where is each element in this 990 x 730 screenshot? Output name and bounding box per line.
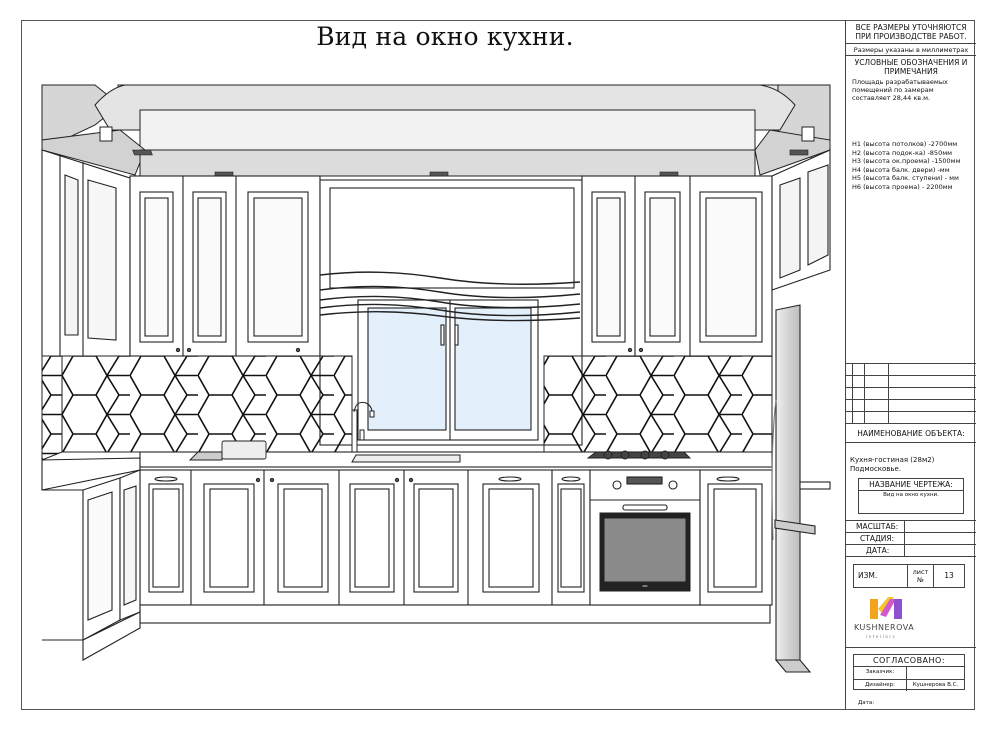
units-note: Размеры указаны в миллиметрах — [853, 46, 969, 54]
notice-line-2: ПРИ ПРОИЗВОДСТВЕ РАБОТ. — [855, 32, 967, 41]
base-cabinets-left — [42, 469, 141, 661]
object-name-2: Подмосковье. — [850, 465, 902, 473]
area-note-2: помещений по замерам — [852, 86, 934, 94]
drawing-frame — [21, 20, 975, 710]
bread-box — [188, 440, 267, 461]
revision-label: ИЗМ. — [854, 565, 908, 587]
title-block: ВСЕ РАЗМЕРЫ УТОЧНЯЮТСЯ ПРИ ПРОИЗВОДСТВЕ … — [845, 20, 976, 710]
upper-cabinets-left — [41, 149, 321, 357]
notice-line-1: ВСЕ РАЗМЕРЫ УТОЧНЯЮТСЯ — [855, 23, 967, 32]
heights-list: Н1 (высота потолков) -2700мм Н2 (высота … — [852, 140, 982, 191]
height-h6: Н6 (высота проема) - 2200мм — [852, 182, 953, 191]
ceiling-crown — [41, 84, 831, 182]
designer-value: Кушнерова В.С. — [912, 682, 959, 688]
kitchen-elevation-drawing — [41, 84, 831, 673]
client-label: Заказчик: — [854, 667, 907, 679]
hexagon-backsplash — [41, 355, 773, 461]
approval-box: СОГЛАСОВАНО: Заказчик: Дизайнер: Кушнеро… — [853, 654, 965, 691]
drawing-name-box: НАЗВАНИЕ ЧЕРТЕЖА: Вид на окно кухни. — [858, 478, 964, 514]
sink — [351, 454, 461, 463]
stage-label: СТАДИЯ: — [860, 534, 895, 543]
sign-date-label: Дата: — [858, 700, 875, 706]
height-h4: Н4 (высота балк. двери) -мм — [852, 165, 950, 174]
roman-blind — [319, 271, 581, 322]
drawing-name-value: Вид на окно кухни. — [883, 492, 939, 498]
base-cabinets — [139, 469, 773, 624]
legend-title-1: УСЛОВНЫЕ ОБОЗНАЧЕНИЯ И — [854, 58, 968, 67]
built-in-oven — [599, 512, 691, 592]
sheet-number: 13 — [944, 571, 954, 580]
upper-cabinets-right — [581, 149, 831, 357]
legend-title-2: ПРИМЕЧАНИЯ — [884, 67, 938, 76]
spot-lights — [132, 149, 809, 177]
sheet-label: лист — [912, 568, 929, 576]
cooktop — [586, 450, 692, 460]
height-h1: Н1 (высота потолков) -2700мм — [852, 140, 958, 148]
drawing-title: Вид на окно кухни. — [316, 22, 574, 51]
client-value — [907, 667, 964, 679]
approved-label: СОГЛАСОВАНО: — [854, 655, 964, 667]
height-h2: Н2 (высота подок-ка) -850мм — [852, 148, 953, 157]
area-note-3: составляет 28,44 кв.м. — [852, 94, 931, 102]
object-name-1: Кухня-гостиная (28м2) — [850, 456, 935, 464]
drawing-name-label: НАЗВАНИЕ ЧЕРТЕЖА: — [859, 479, 963, 491]
object-label: НАИМЕНОВАНИЕ ОБЪЕКТА: — [857, 429, 965, 438]
faucet — [351, 401, 375, 453]
sheet-box: ИЗМ. лист № 13 — [853, 564, 965, 588]
sheet-no-label: № — [917, 576, 924, 584]
kushnerova-logo-icon — [870, 597, 902, 619]
height-h5: Н5 (высота балк. ступени) - мм — [852, 174, 959, 182]
height-h3: Н3 (высота ок.проема) -1500мм — [852, 157, 961, 165]
refrigerator — [771, 304, 831, 673]
designer-label: Дизайнер: — [854, 680, 907, 691]
area-note-1: Площадь разрабатываемых — [852, 78, 948, 86]
logo-name: KUSHNEROVA interiors — [854, 623, 915, 639]
date-label: ДАТА: — [866, 546, 890, 555]
scale-label: МАСШТАБ: — [856, 522, 899, 531]
